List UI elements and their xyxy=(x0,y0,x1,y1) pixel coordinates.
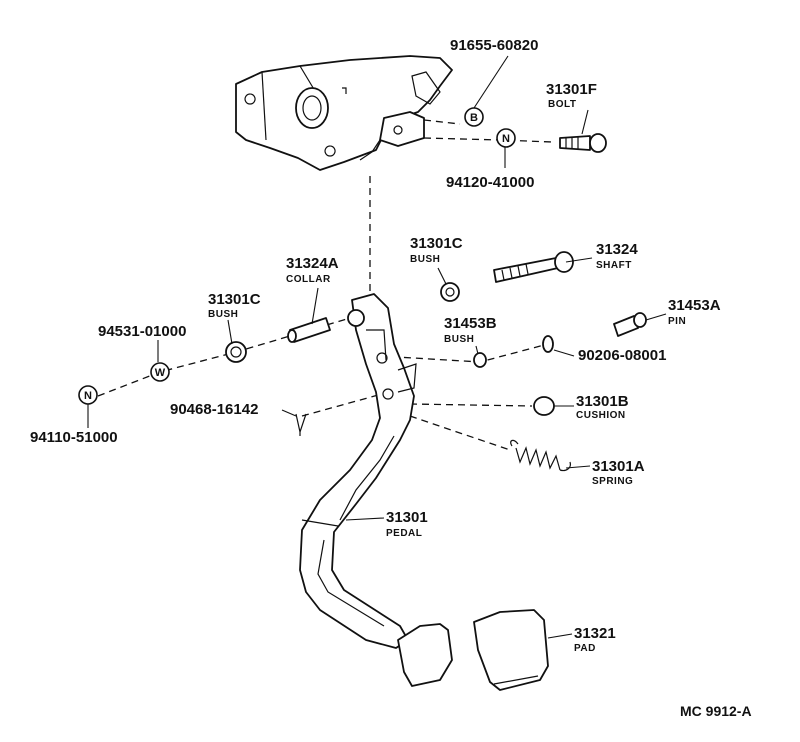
label-94120: 94120-41000 xyxy=(446,174,534,191)
label-31301f: 31301F xyxy=(546,81,597,98)
label-31301-name: PEDAL xyxy=(386,528,422,539)
label-31301b: 31301B xyxy=(576,393,629,410)
label-31324a-name: COLLAR xyxy=(286,274,331,285)
cushion-31301b xyxy=(533,396,555,416)
label-31453a: 31453A xyxy=(668,297,721,314)
spring-31301a xyxy=(510,439,571,472)
label-31453a-name: PIN xyxy=(668,316,686,327)
svg-text:W: W xyxy=(155,367,166,379)
bush-31453b xyxy=(473,352,487,368)
label-31301b-name: CUSHION xyxy=(576,410,626,421)
label-31301a: 31301A xyxy=(592,458,645,475)
svg-text:N: N xyxy=(502,133,510,145)
assembly-lines xyxy=(97,119,553,451)
marker-w: W xyxy=(150,362,170,382)
bush-31301c-left xyxy=(225,341,247,363)
label-90206: 90206-08001 xyxy=(578,347,666,364)
washer-90206 xyxy=(542,335,554,353)
label-91655: 91655-60820 xyxy=(450,37,538,54)
svg-text:N: N xyxy=(84,390,92,402)
label-31301f-name: BOLT xyxy=(548,99,576,110)
bolt-31301f xyxy=(559,133,607,153)
figure-code: MC 9912-A xyxy=(680,703,752,719)
shaft-31324 xyxy=(493,251,574,283)
collar-31324a xyxy=(287,317,331,343)
leader-lines xyxy=(87,55,667,639)
pedal-bracket xyxy=(235,55,453,171)
label-31324-name: SHAFT xyxy=(596,260,632,271)
label-31301c-left: 31301C xyxy=(208,291,261,308)
bush-31301c-top xyxy=(440,282,460,302)
pin-31453a xyxy=(613,312,647,337)
label-90468: 90468-16142 xyxy=(170,401,258,418)
label-31301c-top: 31301C xyxy=(410,235,463,252)
label-31301c-top-name: BUSH xyxy=(410,254,440,265)
pad-31321 xyxy=(473,609,549,691)
label-31321: 31321 xyxy=(574,625,616,642)
marker-b: B xyxy=(464,107,484,127)
label-94531: 94531-01000 xyxy=(98,323,186,340)
pedal-pad-mounted xyxy=(397,623,453,687)
label-31301: 31301 xyxy=(386,509,428,526)
label-31453b: 31453B xyxy=(444,315,497,332)
pedal-31301 xyxy=(299,293,417,649)
label-31324: 31324 xyxy=(596,241,638,258)
label-31301c-left-name: BUSH xyxy=(208,309,238,320)
cotter-pin-90468 xyxy=(295,413,307,436)
label-94110: 94110-51000 xyxy=(30,429,118,446)
label-31453b-name: BUSH xyxy=(444,334,474,345)
svg-text:B: B xyxy=(470,112,478,124)
label-31324a: 31324A xyxy=(286,255,339,272)
label-31321-name: PAD xyxy=(574,643,596,654)
label-31301a-name: SPRING xyxy=(592,476,633,487)
marker-n-left: N xyxy=(78,385,98,405)
marker-n-top: N xyxy=(496,128,516,148)
